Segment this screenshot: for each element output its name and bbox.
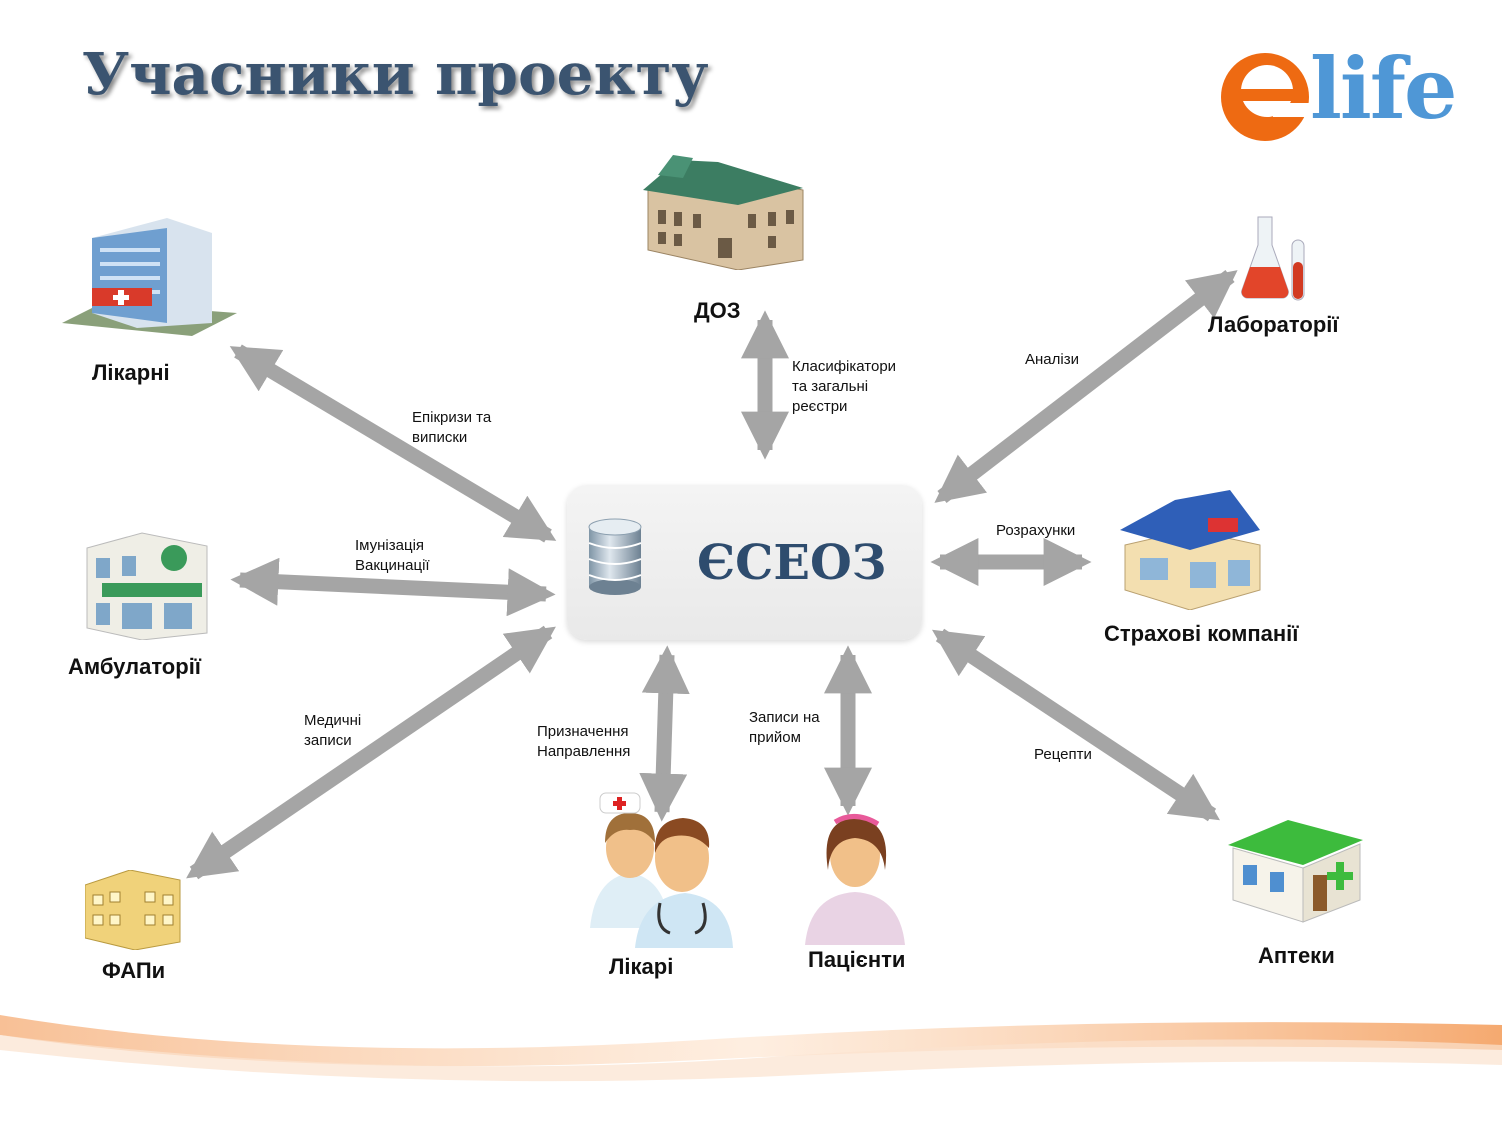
decorative-swoosh bbox=[0, 1015, 1502, 1082]
edge-label-insurance: Розрахунки bbox=[996, 522, 1076, 539]
insurance-office-icon bbox=[1120, 490, 1261, 610]
edge-label-doz: Класифікатори та загальні реєстри bbox=[792, 358, 897, 415]
arrow-faps bbox=[186, 625, 556, 880]
arrow-hospitals bbox=[229, 344, 557, 543]
node-label-doz: ДОЗ bbox=[694, 298, 741, 323]
node-label-doctors: Лікарі bbox=[609, 954, 674, 979]
page-title: Учасники проекту bbox=[82, 40, 709, 108]
test-tubes-icon bbox=[1241, 216, 1305, 301]
edge-label-patients: Записи на прийом bbox=[749, 709, 820, 746]
node-label-insurance: Страхові компанії bbox=[1104, 621, 1299, 646]
node-label-labs: Лабораторії bbox=[1208, 312, 1339, 337]
logo-text: life bbox=[1310, 39, 1457, 138]
node-label-faps: ФАПи bbox=[102, 958, 166, 983]
edge-label-labs: Аналізи bbox=[1025, 351, 1079, 368]
arrow-pharmacies bbox=[931, 628, 1221, 822]
arrow-doctors bbox=[639, 645, 690, 822]
node-label-pharmacies: Аптеки bbox=[1258, 943, 1335, 968]
hospital-icon bbox=[62, 218, 237, 336]
edge-label-faps: Медичні записи bbox=[304, 712, 362, 749]
pharmacy-icon bbox=[1228, 820, 1363, 923]
arrow-ambulatories bbox=[230, 557, 556, 617]
node-label-hospitals: Лікарні bbox=[92, 360, 170, 385]
database-icon bbox=[588, 518, 642, 595]
arrow-labs bbox=[934, 270, 1238, 503]
pharmacy-building-icon bbox=[86, 532, 208, 640]
eseoz-hub: ЄСЕОЗ bbox=[567, 485, 922, 640]
node-label-patients: Пацієнти bbox=[808, 947, 906, 972]
edge-label-doctors: Призначення Направлення bbox=[537, 723, 631, 760]
logo-e-icon bbox=[1221, 53, 1313, 141]
eseoz-label: ЄСЕОЗ bbox=[697, 535, 887, 591]
edge-label-hospitals: Епікризи та виписки bbox=[412, 409, 492, 446]
edge-label-pharmacies: Рецепти bbox=[1034, 746, 1092, 763]
elife-logo: life bbox=[1215, 39, 1490, 145]
patient-icon bbox=[805, 814, 905, 945]
government-building-icon bbox=[643, 155, 804, 270]
small-building-icon bbox=[85, 870, 181, 950]
node-label-ambulatories: Амбулаторії bbox=[68, 654, 201, 679]
doctors-icon bbox=[590, 792, 733, 948]
edge-label-ambulatories: Імунізація Вакцинації bbox=[355, 537, 430, 574]
